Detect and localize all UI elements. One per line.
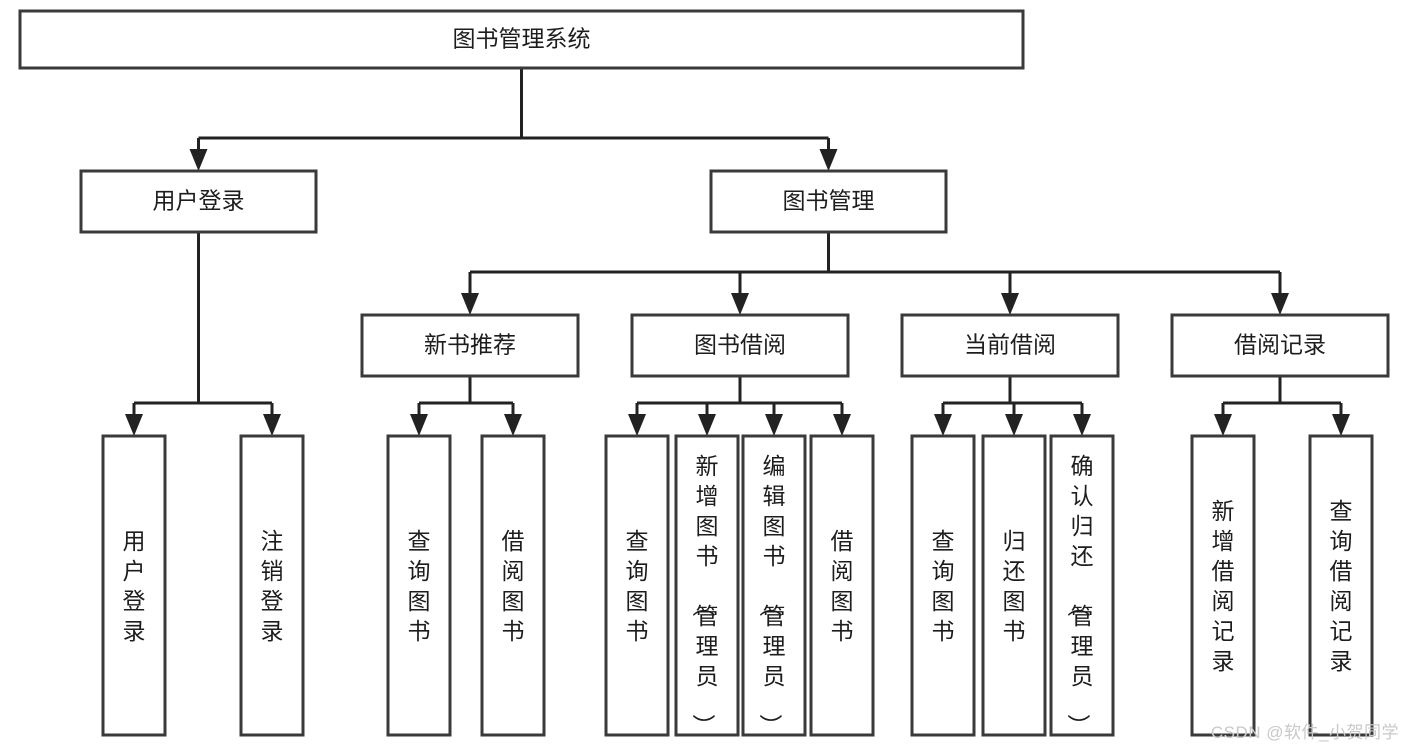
node-leaf-cur-confirm[interactable]: 确认归还（管理员） (1049, 434, 1115, 737)
node-box-leaf-cur-confirm[interactable] (1049, 434, 1115, 737)
node-box-new-book-rec[interactable] (360, 313, 580, 378)
connector-group-user-login (125, 232, 281, 436)
node-box-borrow-record[interactable] (1170, 313, 1390, 378)
connector-layer (125, 68, 1350, 436)
node-box-leaf-borrow-add[interactable] (674, 434, 740, 737)
node-borrow-record[interactable]: 借阅记录 (1170, 313, 1390, 378)
node-box-root[interactable] (18, 9, 1025, 70)
node-leaf-user-login[interactable]: 用户登录 (101, 434, 167, 737)
node-label-leaf-user-logout: 注销登录 (261, 528, 284, 644)
node-label-leaf-cur-return: 归还图书 (1003, 528, 1026, 644)
node-leaf-rec-borrow[interactable]: 借阅图书 (480, 434, 546, 737)
node-leaf-borrow-edit[interactable]: 编辑图书（管理员） (741, 434, 807, 737)
node-leaf-borrow-lend[interactable]: 借阅图书 (809, 434, 875, 737)
node-box-leaf-rec-add[interactable] (1190, 434, 1256, 737)
node-leaf-cur-query[interactable]: 查询图书 (910, 434, 976, 737)
node-box-leaf-user-login[interactable] (101, 434, 167, 737)
connector-group-book-manage (461, 232, 1289, 315)
node-box-leaf-rec-borrow[interactable] (480, 434, 546, 737)
connector-group-root (189, 68, 838, 171)
node-box-leaf-cur-return[interactable] (981, 434, 1047, 737)
node-leaf-borrow-add[interactable]: 新增图书（管理员） (674, 434, 740, 737)
node-box-book-manage[interactable] (709, 169, 948, 234)
connector-group-book-borrow (628, 376, 851, 436)
node-label-leaf-rec-add: 新增借阅记录 (1212, 498, 1235, 674)
node-label-leaf-rec-query: 查询图书 (408, 528, 431, 644)
node-layer: 图书管理系统用户登录图书管理新书推荐图书借阅当前借阅借阅记录用户登录注销登录查询… (18, 9, 1390, 737)
connector-group-current-borrow (934, 376, 1091, 436)
node-label-borrow-record: 借阅记录 (1234, 332, 1326, 358)
node-leaf-borrow-query[interactable]: 查询图书 (604, 434, 670, 737)
node-label-root: 图书管理系统 (453, 26, 591, 52)
node-new-book-rec[interactable]: 新书推荐 (360, 313, 580, 378)
node-label-leaf-user-login: 用户登录 (123, 528, 146, 644)
node-box-leaf-borrow-edit[interactable] (741, 434, 807, 737)
node-box-leaf-cur-query[interactable] (910, 434, 976, 737)
node-leaf-rec-search[interactable]: 查询借阅记录 (1308, 434, 1374, 737)
node-label-new-book-rec: 新书推荐 (424, 332, 516, 358)
node-leaf-rec-query[interactable]: 查询图书 (386, 434, 452, 737)
node-box-leaf-borrow-query[interactable] (604, 434, 670, 737)
node-label-leaf-borrow-edit: 编辑图书（管理员） (758, 453, 786, 737)
node-leaf-user-logout[interactable]: 注销登录 (239, 434, 305, 737)
node-label-user-login: 用户登录 (153, 188, 245, 214)
node-label-leaf-borrow-query: 查询图书 (626, 528, 649, 644)
node-current-borrow[interactable]: 当前借阅 (900, 313, 1120, 378)
node-label-leaf-rec-search: 查询借阅记录 (1330, 498, 1353, 674)
node-box-leaf-user-logout[interactable] (239, 434, 305, 737)
node-label-leaf-borrow-lend: 借阅图书 (831, 528, 854, 644)
node-label-current-borrow: 当前借阅 (964, 332, 1056, 358)
node-leaf-rec-add[interactable]: 新增借阅记录 (1190, 434, 1256, 737)
node-label-book-borrow: 图书借阅 (694, 332, 786, 358)
node-box-current-borrow[interactable] (900, 313, 1120, 378)
node-box-leaf-rec-query[interactable] (386, 434, 452, 737)
node-root[interactable]: 图书管理系统 (18, 9, 1025, 70)
node-label-leaf-cur-confirm: 确认归还（管理员） (1066, 453, 1094, 737)
node-box-leaf-rec-search[interactable] (1308, 434, 1374, 737)
node-leaf-cur-return[interactable]: 归还图书 (981, 434, 1047, 737)
csdn-watermark: CSDN @软件_小贺同学 (1210, 723, 1399, 742)
node-label-leaf-borrow-add: 新增图书（管理员） (691, 453, 719, 737)
node-label-leaf-cur-query: 查询图书 (932, 528, 955, 644)
node-book-borrow[interactable]: 图书借阅 (630, 313, 850, 378)
node-box-user-login[interactable] (79, 169, 318, 234)
node-box-leaf-borrow-lend[interactable] (809, 434, 875, 737)
node-label-book-manage: 图书管理 (783, 188, 875, 214)
node-box-book-borrow[interactable] (630, 313, 850, 378)
node-label-leaf-rec-borrow: 借阅图书 (502, 528, 525, 644)
node-user-login[interactable]: 用户登录 (79, 169, 318, 234)
connector-group-borrow-record (1214, 376, 1350, 436)
node-book-manage[interactable]: 图书管理 (709, 169, 948, 234)
connector-group-new-book-rec (410, 376, 522, 436)
